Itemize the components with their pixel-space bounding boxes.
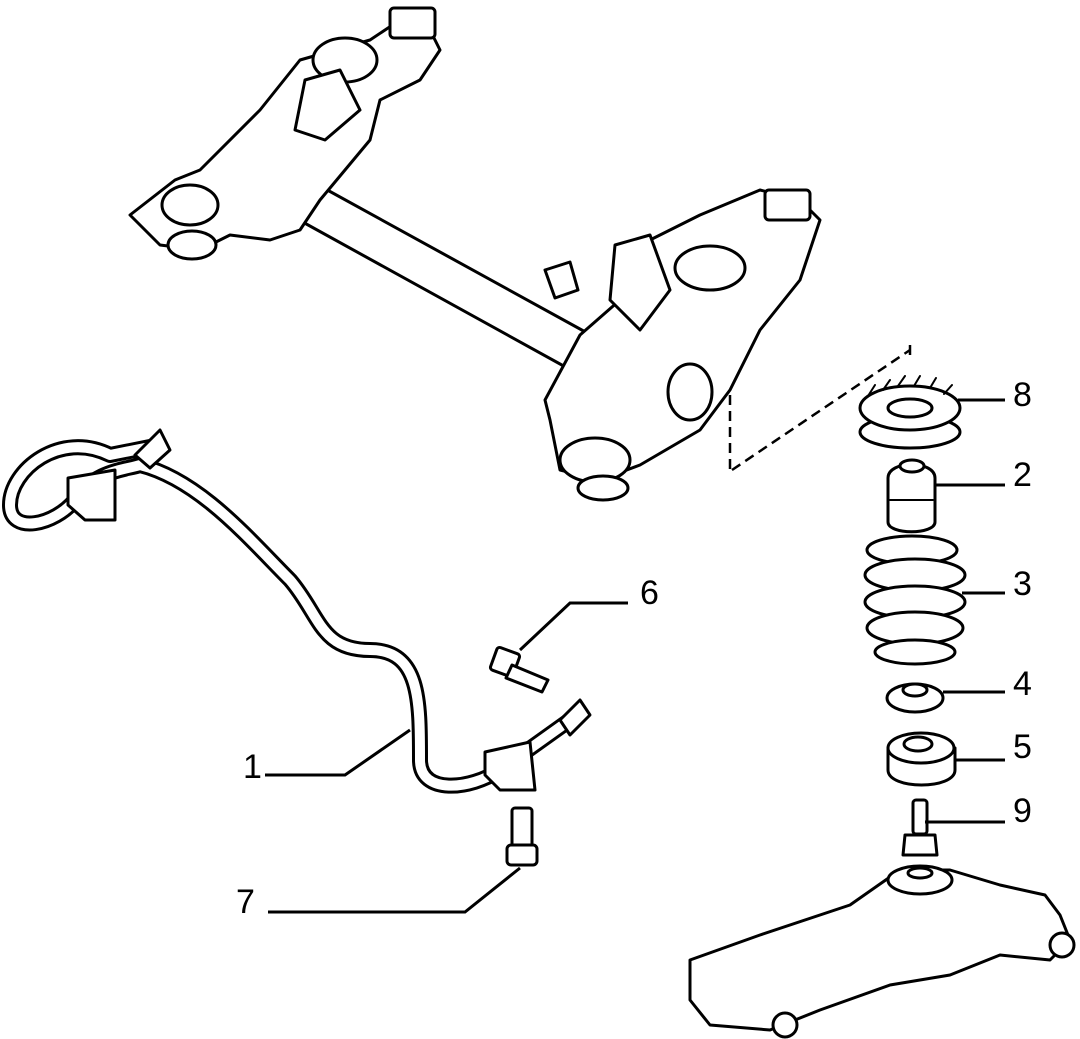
callout-4: 4 — [1013, 665, 1032, 703]
callout-7: 7 — [236, 883, 255, 921]
stabilizer-bar — [2, 428, 592, 794]
callout-1: 1 — [243, 748, 262, 786]
bump-stop-2 — [886, 458, 937, 534]
callout-6: 6 — [640, 574, 659, 612]
bolt-6 — [488, 645, 550, 694]
callout-5: 5 — [1013, 728, 1032, 766]
bolt-9 — [901, 798, 939, 857]
leader-6 — [518, 601, 628, 652]
spring-seat-8 — [858, 375, 962, 450]
leader-7 — [268, 866, 521, 914]
callout-9: 9 — [1013, 792, 1032, 830]
rear-axle-subframe — [128, 6, 912, 502]
lower-control-arm — [688, 864, 1076, 1039]
callout-8: 8 — [1013, 376, 1032, 414]
spring-pad-4 — [885, 682, 945, 714]
leader-lines — [265, 398, 1005, 914]
callout-3: 3 — [1013, 565, 1032, 603]
rubber-mount-5 — [886, 731, 957, 787]
coil-spring-3 — [863, 534, 967, 666]
leader-1 — [265, 728, 411, 777]
callout-2: 2 — [1013, 456, 1032, 494]
bolt-7 — [505, 806, 539, 867]
